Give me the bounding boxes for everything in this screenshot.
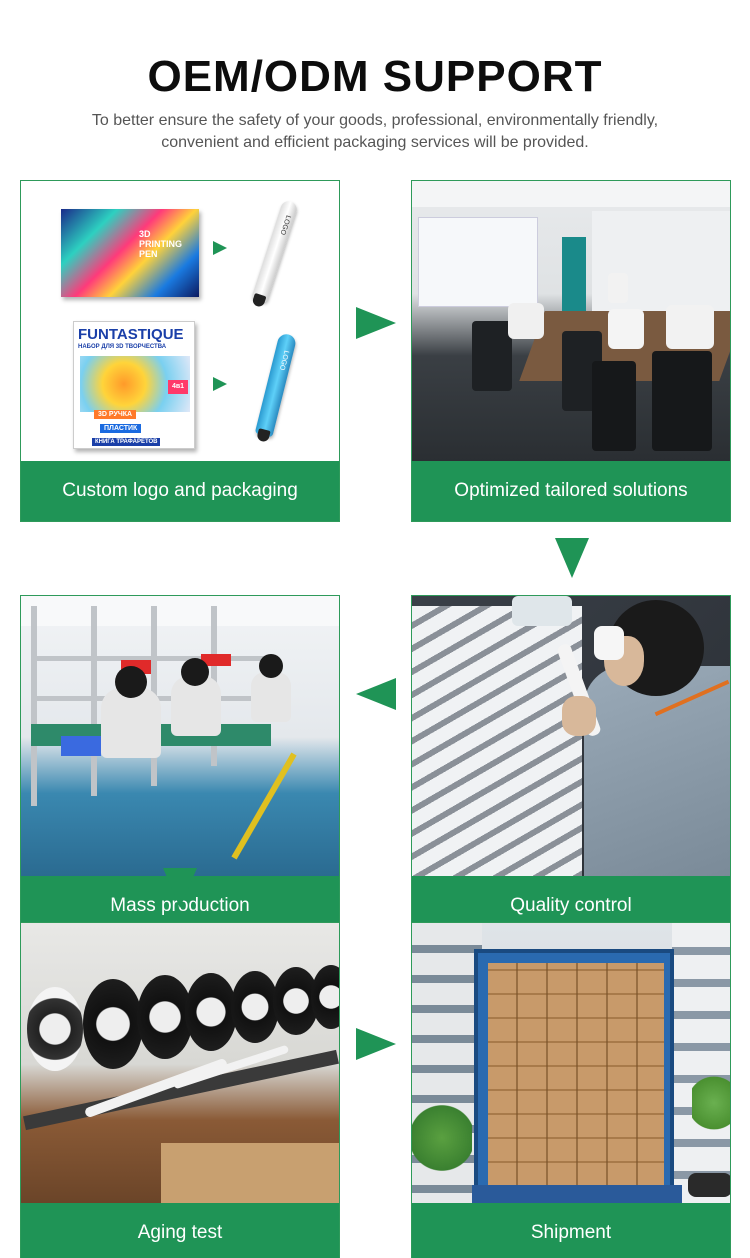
card-label: Custom logo and packaging — [21, 461, 339, 521]
worker-shirt — [584, 666, 730, 878]
pen-logo-text: LOGO — [278, 214, 292, 236]
shipping-container-photo — [412, 923, 730, 1205]
arrow-down-icon — [555, 538, 589, 578]
funtastique-line1: 3D РУЧКА — [94, 410, 137, 419]
arrow-down-icon — [163, 868, 197, 908]
packaging-photo: 3D PRINTING PEN LOGO FUNTASTIQUE НАБОР Д… — [21, 181, 339, 463]
projector-screen — [418, 217, 538, 307]
blue-3d-pen: LOGO — [254, 332, 298, 443]
filament-spool — [137, 975, 193, 1059]
page-title: OEM/ODM SUPPORT — [147, 52, 603, 101]
arrow-right-icon — [356, 307, 396, 339]
factory-floor-photo — [21, 596, 339, 878]
arrow-left-icon — [356, 678, 396, 710]
card-custom-logo: 3D PRINTING PEN LOGO FUNTASTIQUE НАБОР Д… — [20, 180, 340, 522]
arrow-small-1 — [213, 241, 227, 255]
filament-spool — [231, 971, 279, 1043]
aging-test-photo — [21, 923, 339, 1205]
pen-rows — [412, 606, 582, 878]
funtastique-box: FUNTASTIQUE НАБОР ДЛЯ 3D ТВОРЧЕСТВА 4в1 … — [73, 321, 195, 449]
page-subtitle: To better ensure the safety of your good… — [91, 112, 659, 151]
filament-spool — [27, 987, 83, 1071]
card-aging-test: Aging test — [20, 922, 340, 1258]
filament-spool — [83, 979, 143, 1069]
funtastique-subtitle: НАБОР ДЛЯ 3D ТВОРЧЕСТВА — [78, 344, 167, 350]
quality-control-photo — [412, 596, 730, 878]
funtastique-line3: КНИГА ТРАФАРЕТОВ — [92, 438, 161, 446]
card-tailored-solutions: Optimized tailored solutions — [411, 180, 731, 522]
card-label: Aging test — [21, 1203, 339, 1258]
funtastique-brand: FUNTASTIQUE — [78, 326, 184, 343]
arrow-small-2 — [213, 377, 227, 391]
card-shipment: Shipment — [411, 922, 731, 1258]
card-mass-production: Mass production — [20, 595, 340, 937]
card-quality-control: Quality control — [411, 595, 731, 937]
funtastique-line2: ПЛАСТИК — [100, 424, 142, 433]
meeting-room-photo — [412, 181, 730, 463]
arrow-right-icon — [356, 1028, 396, 1060]
printing-pen-box: 3D PRINTING PEN — [61, 209, 199, 297]
white-3d-pen: LOGO — [251, 199, 299, 309]
filament-spool — [311, 965, 339, 1029]
pen-logo-text-blue: LOGO — [277, 349, 290, 371]
card-label: Optimized tailored solutions — [412, 461, 730, 521]
filament-spool — [185, 973, 237, 1051]
funtastique-badge: 4в1 — [168, 380, 188, 394]
card-label: Shipment — [412, 1203, 730, 1258]
printing-pen-box-text: 3D PRINTING PEN — [139, 229, 183, 259]
